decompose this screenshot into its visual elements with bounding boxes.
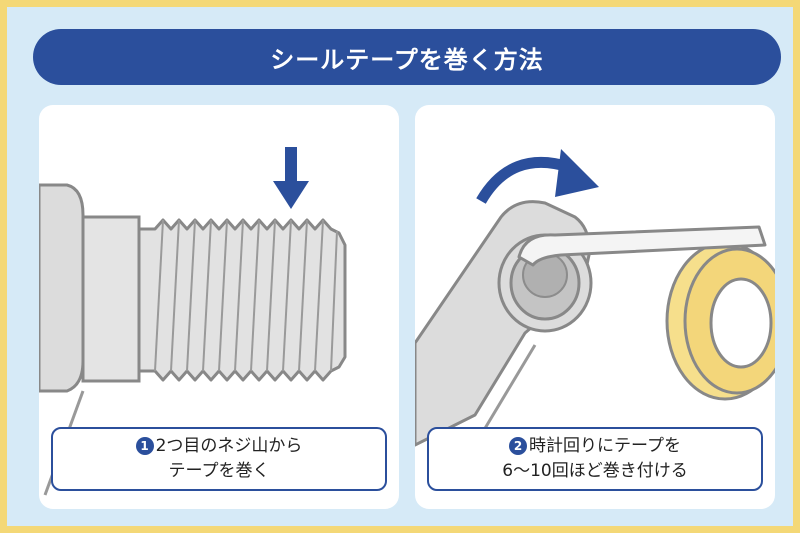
tape-wrapping-illustration (415, 149, 775, 447)
tape-strip (517, 225, 767, 267)
pipe-body (39, 183, 85, 393)
rotate-clockwise-icon (476, 149, 599, 204)
arrow-down-icon (273, 147, 309, 209)
step-2-text-line-1: 時計回りにテープを (529, 436, 681, 456)
page-title: シールテープを巻く方法 (33, 29, 781, 85)
step-2-text-line-2: 6～10回ほど巻き付ける (502, 461, 688, 481)
pipe-arm-edge (479, 344, 537, 436)
thread-section (137, 218, 347, 382)
step-1-number-badge: 1 (135, 437, 154, 455)
step-1-text-line-1: 2つ目のネジ山から (155, 436, 303, 456)
tape-roll-hole (709, 277, 773, 369)
step-2-number-badge: 2 (509, 437, 527, 455)
pipe-nut (81, 215, 141, 383)
threaded-pipe-illustration (39, 147, 347, 496)
thread-ridges (154, 219, 338, 372)
step-1-text-line-2: テープを巻く (168, 461, 270, 481)
